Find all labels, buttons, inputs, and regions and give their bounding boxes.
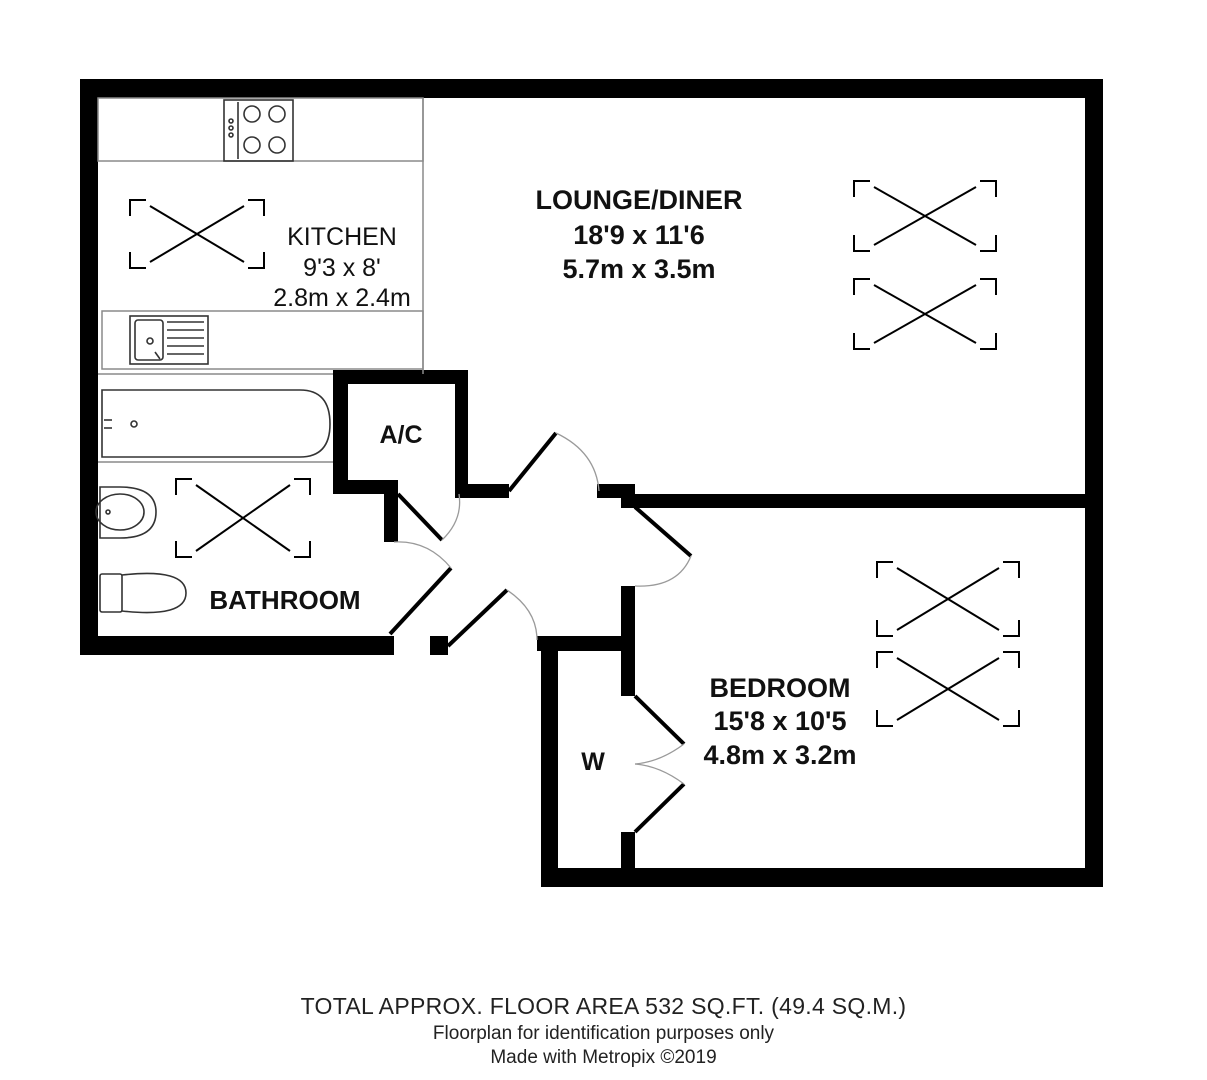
skylight-marker-lounge-1: [853, 180, 997, 252]
door-airing-cupboard: [396, 492, 461, 542]
toilet-icon: [99, 572, 187, 614]
kitchen-name: KITCHEN: [287, 223, 397, 251]
kitchen-worktop-top: [97, 97, 424, 162]
wall-lounge-bedroom: [621, 494, 1103, 508]
walls: [80, 79, 1103, 887]
wall-ac-bottom: [333, 480, 398, 494]
wardrobe-label: W: [581, 748, 605, 776]
kitchen-metric: 2.8m x 2.4m: [273, 284, 411, 312]
wall-bottom-left: [80, 636, 394, 655]
door-bedroom: [633, 505, 693, 587]
bedroom-imperial: 15'8 x 10'5: [714, 706, 847, 736]
wall-ac-right: [455, 370, 468, 494]
wall-hall-top-left: [455, 484, 509, 498]
doors: [388, 431, 693, 834]
door-entrance: [446, 588, 538, 648]
airing-cupboard-label: A/C: [379, 421, 422, 449]
wall-top: [80, 79, 1103, 98]
kitchen-imperial: 9'3 x 8': [303, 254, 381, 282]
skylight-marker-bedroom-1: [876, 561, 1020, 637]
bathroom-name: BATHROOM: [209, 585, 360, 615]
wall-bath-hall: [384, 480, 398, 542]
lounge-name: LOUNGE/DINER: [535, 185, 742, 215]
skylight-marker-lounge-2: [853, 278, 997, 350]
bathtub-icon: [101, 389, 331, 458]
bedroom-metric: 4.8m x 3.2m: [703, 740, 856, 770]
ceiling-markers: [129, 180, 1020, 727]
skylight-marker-kitchen: [129, 199, 265, 269]
credit-text: Made with Metropix ©2019: [490, 1047, 717, 1068]
bathroom-fittings: [95, 389, 333, 614]
wall-right-upper: [1085, 79, 1103, 507]
wall-wardrobe-low: [621, 832, 635, 887]
door-wardrobe: [633, 694, 686, 834]
lounge-imperial: 18'9 x 11'6: [573, 220, 704, 250]
hob-icon: [223, 99, 294, 162]
wall-bottom-stub: [430, 636, 448, 655]
wall-bottom-right: [541, 868, 1103, 887]
lounge-metric: 5.7m x 3.5m: [562, 254, 715, 284]
wall-ac-left: [333, 370, 348, 494]
skylight-marker-bedroom-2: [876, 651, 1020, 727]
sink-icon: [129, 315, 209, 365]
wall-left: [80, 79, 98, 655]
floorplan: KITCHEN 9'3 x 8' 2.8m x 2.4m LOUNGE/DINE…: [80, 79, 1103, 887]
wall-wardrobe-left: [541, 636, 558, 887]
wall-hall-bottom: [537, 636, 635, 651]
kitchen-worktop-bottom: [101, 310, 424, 370]
washbasin-icon: [95, 486, 157, 539]
disclaimer-text: Floorplan for identification purposes on…: [432, 1023, 775, 1044]
skylight-marker-bathroom: [175, 478, 311, 558]
bedroom-name: BEDROOM: [710, 673, 851, 703]
wall-ac-top: [333, 370, 468, 384]
kitchen-fittings: [97, 97, 424, 375]
room-labels: KITCHEN 9'3 x 8' 2.8m x 2.4m LOUNGE/DINE…: [209, 185, 856, 776]
wall-right-lower: [1085, 497, 1103, 887]
door-bathroom: [388, 541, 453, 636]
door-lounge: [507, 431, 600, 493]
floorplan-footer: TOTAL APPROX. FLOOR AREA 532 SQ.FT. (49.…: [0, 990, 1207, 1070]
total-floor-area: TOTAL APPROX. FLOOR AREA 532 SQ.FT. (49.…: [300, 993, 907, 1019]
